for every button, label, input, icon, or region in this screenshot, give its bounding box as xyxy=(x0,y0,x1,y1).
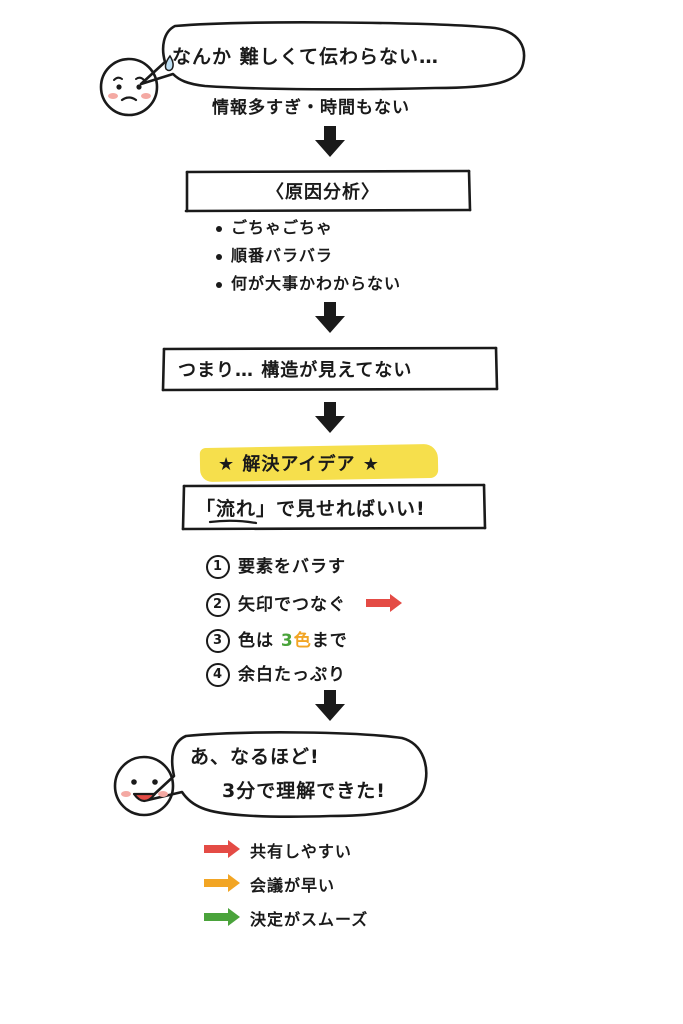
result-item: 決定がスムーズ xyxy=(250,910,369,929)
down-arrow-icon xyxy=(315,402,345,433)
bottom-bubble-line2: 3分で理解できた! xyxy=(222,780,386,802)
speech-bubble-top xyxy=(139,21,526,91)
worried-face-icon xyxy=(99,57,159,117)
down-arrow-icon xyxy=(315,126,345,157)
analysis-box-frame xyxy=(184,169,472,213)
conclusion-text: つまり… 構造が見えてない xyxy=(178,360,413,381)
bottom-bubble-line1: あ、なるほど! xyxy=(190,746,320,768)
list-item: ごちゃごちゃ xyxy=(216,214,333,238)
green-arrow-icon xyxy=(204,908,240,926)
sweat-drop-icon xyxy=(164,54,174,72)
info-note: 情報多すぎ・時間もない xyxy=(212,98,410,118)
list-item: 順番バラバラ xyxy=(216,242,333,266)
underline-mark xyxy=(208,519,258,525)
solution-banner-text: ★ 解決アイデア ★ xyxy=(218,454,380,475)
result-item: 共有しやすい xyxy=(250,842,352,861)
result-item: 会議が早い xyxy=(250,876,336,895)
analysis-title: 〈原因分析〉 xyxy=(266,182,380,203)
down-arrow-icon xyxy=(315,302,345,333)
down-arrow-icon xyxy=(315,690,345,721)
orange-arrow-icon xyxy=(204,874,240,892)
conclusion-box-frame xyxy=(161,346,499,392)
red-arrow-icon xyxy=(204,840,240,858)
solution-headline: 「流れ」で見せればいい! xyxy=(196,498,426,520)
top-bubble-text: なんか 難しくて伝わらない… xyxy=(172,46,440,68)
happy-face-icon xyxy=(113,755,175,817)
red-arrow-icon xyxy=(366,594,402,612)
headline-box-frame xyxy=(181,483,487,531)
speech-bubble-bottom xyxy=(146,731,428,819)
list-item: 何が大事かわからない xyxy=(216,270,401,294)
